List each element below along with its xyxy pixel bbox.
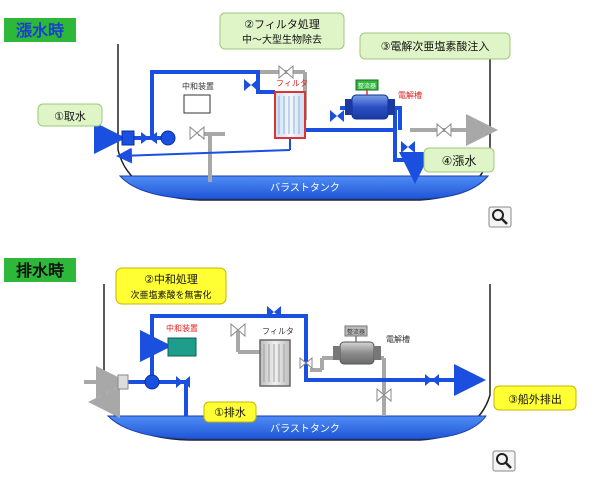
valve-closed: [299, 356, 313, 370]
valve: [141, 132, 157, 144]
strainer: [121, 130, 135, 146]
discharge-title: 排水時: [16, 261, 64, 280]
valve: [425, 374, 439, 386]
step-filter-title: ②フィルタ処理: [244, 18, 320, 31]
valve: [176, 376, 190, 388]
valve: [267, 306, 281, 318]
step-injection-label: ③電解次亜塩素酸注入: [381, 39, 490, 53]
step-neutralize-title: ②中和処理: [144, 273, 198, 286]
step-fill-label: ④漲水: [442, 154, 477, 168]
filling-title: 漲水時: [16, 21, 64, 40]
step-filter-sub: 中〜大型生物除去: [242, 33, 322, 46]
step-neutralize-sub: 次亜塩素酸を無害化: [130, 289, 211, 301]
rectifier-label: 整流器: [358, 82, 376, 90]
valve: [401, 141, 415, 153]
valve-closed: [189, 125, 205, 141]
neutralizer-label: 中和装置: [166, 323, 198, 333]
step-injection: [359, 32, 511, 60]
valve-closed: [376, 387, 392, 403]
tank-label: バラストタンク: [270, 182, 340, 194]
pump: [144, 374, 160, 390]
electrolyzer-label: 電解槽: [386, 334, 410, 344]
valve: [330, 110, 344, 122]
step-drain-label: ①排水: [214, 405, 246, 419]
neutralizer-unit: [167, 337, 197, 357]
neutralizer-unit: [183, 94, 211, 114]
step-neutralize: [115, 267, 227, 305]
filter-label: フィルタ: [276, 79, 308, 88]
step-intake-label: ①取水: [54, 110, 86, 123]
filling-section: バラストタンク 中和装置: [4, 12, 512, 228]
step-filter: [219, 12, 345, 50]
valve-closed: [436, 122, 452, 138]
filter-unit: [274, 91, 306, 139]
step-drain: [203, 401, 257, 423]
step-overboard: [493, 385, 577, 411]
tank-label: バラストタンク: [270, 423, 340, 435]
valve-closed: [278, 64, 294, 80]
pump: [160, 130, 176, 146]
zoom-icon[interactable]: [492, 450, 516, 472]
filter-unit: [259, 339, 291, 387]
discharge-section: バラストタンク 中和装置: [4, 258, 577, 472]
valve: [244, 79, 258, 91]
zoom-icon[interactable]: [488, 206, 512, 228]
neutralizer-label: 中和装置: [182, 81, 214, 91]
step-intake: [37, 103, 103, 127]
valve-closed: [230, 322, 246, 338]
ballast-tank: [106, 415, 487, 440]
strainer: [117, 374, 129, 390]
step-overboard-label: ③船外排出: [508, 392, 562, 406]
step-fill: [423, 147, 495, 173]
filling-title-badge: [4, 18, 76, 42]
rectifier-label: 整流器: [347, 328, 365, 336]
electrolyzer-unit: [339, 341, 375, 365]
discharge-title-badge: [4, 258, 76, 282]
electrolyzer-unit: [351, 94, 389, 120]
electrolyzer-label: 電解槽: [398, 90, 422, 100]
filter-label: フィルタ: [262, 327, 294, 336]
